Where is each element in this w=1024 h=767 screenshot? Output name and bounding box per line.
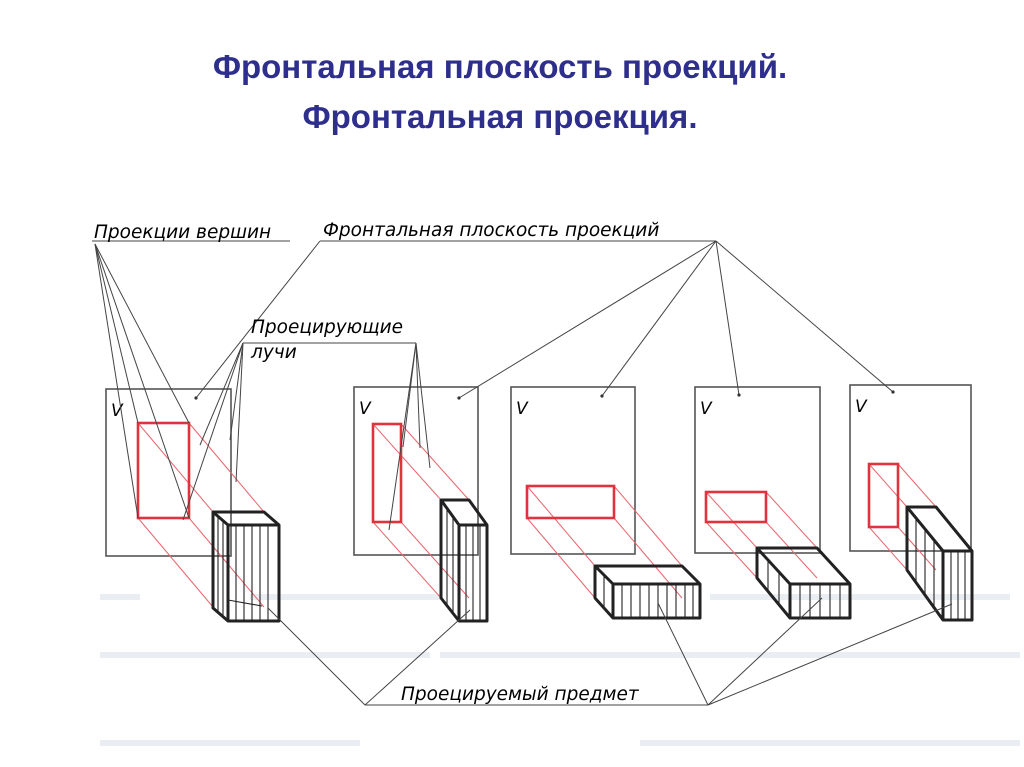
projection-plane-2: V [353, 386, 489, 623]
leader-lines-projected-object [267, 597, 953, 706]
projected-object-3 [593, 564, 702, 620]
frontal-projection-5 [867, 462, 900, 529]
projected-object-2 [439, 498, 489, 623]
frontal-plane-4 [694, 386, 821, 554]
slide-title: Фронтальная плоскость проекций. Фронталь… [0, 42, 1000, 142]
plane-letter-3: V [516, 399, 529, 419]
projection-plane-3: V [510, 386, 702, 620]
plane-letter-5: V [855, 397, 868, 417]
label-projected-object: Проецируемый предмет [401, 684, 640, 705]
title-line-2: Фронтальная проекция. [302, 98, 698, 135]
frontal-projection-2 [371, 422, 403, 524]
label-vertex-projections: Проекции вершин [94, 222, 271, 243]
leader-lines-projecting-rays [182, 342, 431, 531]
frontal-plane-2 [353, 386, 479, 556]
projecting-rays-5 [868, 463, 937, 571]
frontal-projection-4 [704, 490, 768, 524]
background-ghost-text [100, 594, 1020, 746]
projecting-rays-4 [705, 491, 818, 579]
projection-plane-1: V [105, 388, 281, 623]
title-line-1: Фронтальная плоскость проекций. [212, 48, 788, 85]
leader-lines-vertex-projections [92, 240, 290, 519]
projected-object-5 [905, 505, 974, 622]
projected-object-1 [211, 510, 281, 623]
frontal-projection-1 [136, 421, 191, 520]
leader-lines-frontal-plane [194, 240, 895, 400]
plane-letter-4: V [700, 399, 713, 419]
projected-object-4 [755, 546, 852, 620]
label-projecting-rays-line2: лучи [250, 342, 297, 363]
label-frontal-plane: Фронтальная плоскость проекций [323, 220, 659, 241]
label-projecting-rays-line1: Проецирующие [251, 317, 403, 338]
frontal-plane-3 [510, 386, 636, 555]
plane-letter-2: V [359, 399, 372, 419]
frontal-projection-3 [525, 484, 616, 520]
projection-plane-5: V [849, 384, 974, 622]
projection-plane-4: V [694, 386, 852, 620]
